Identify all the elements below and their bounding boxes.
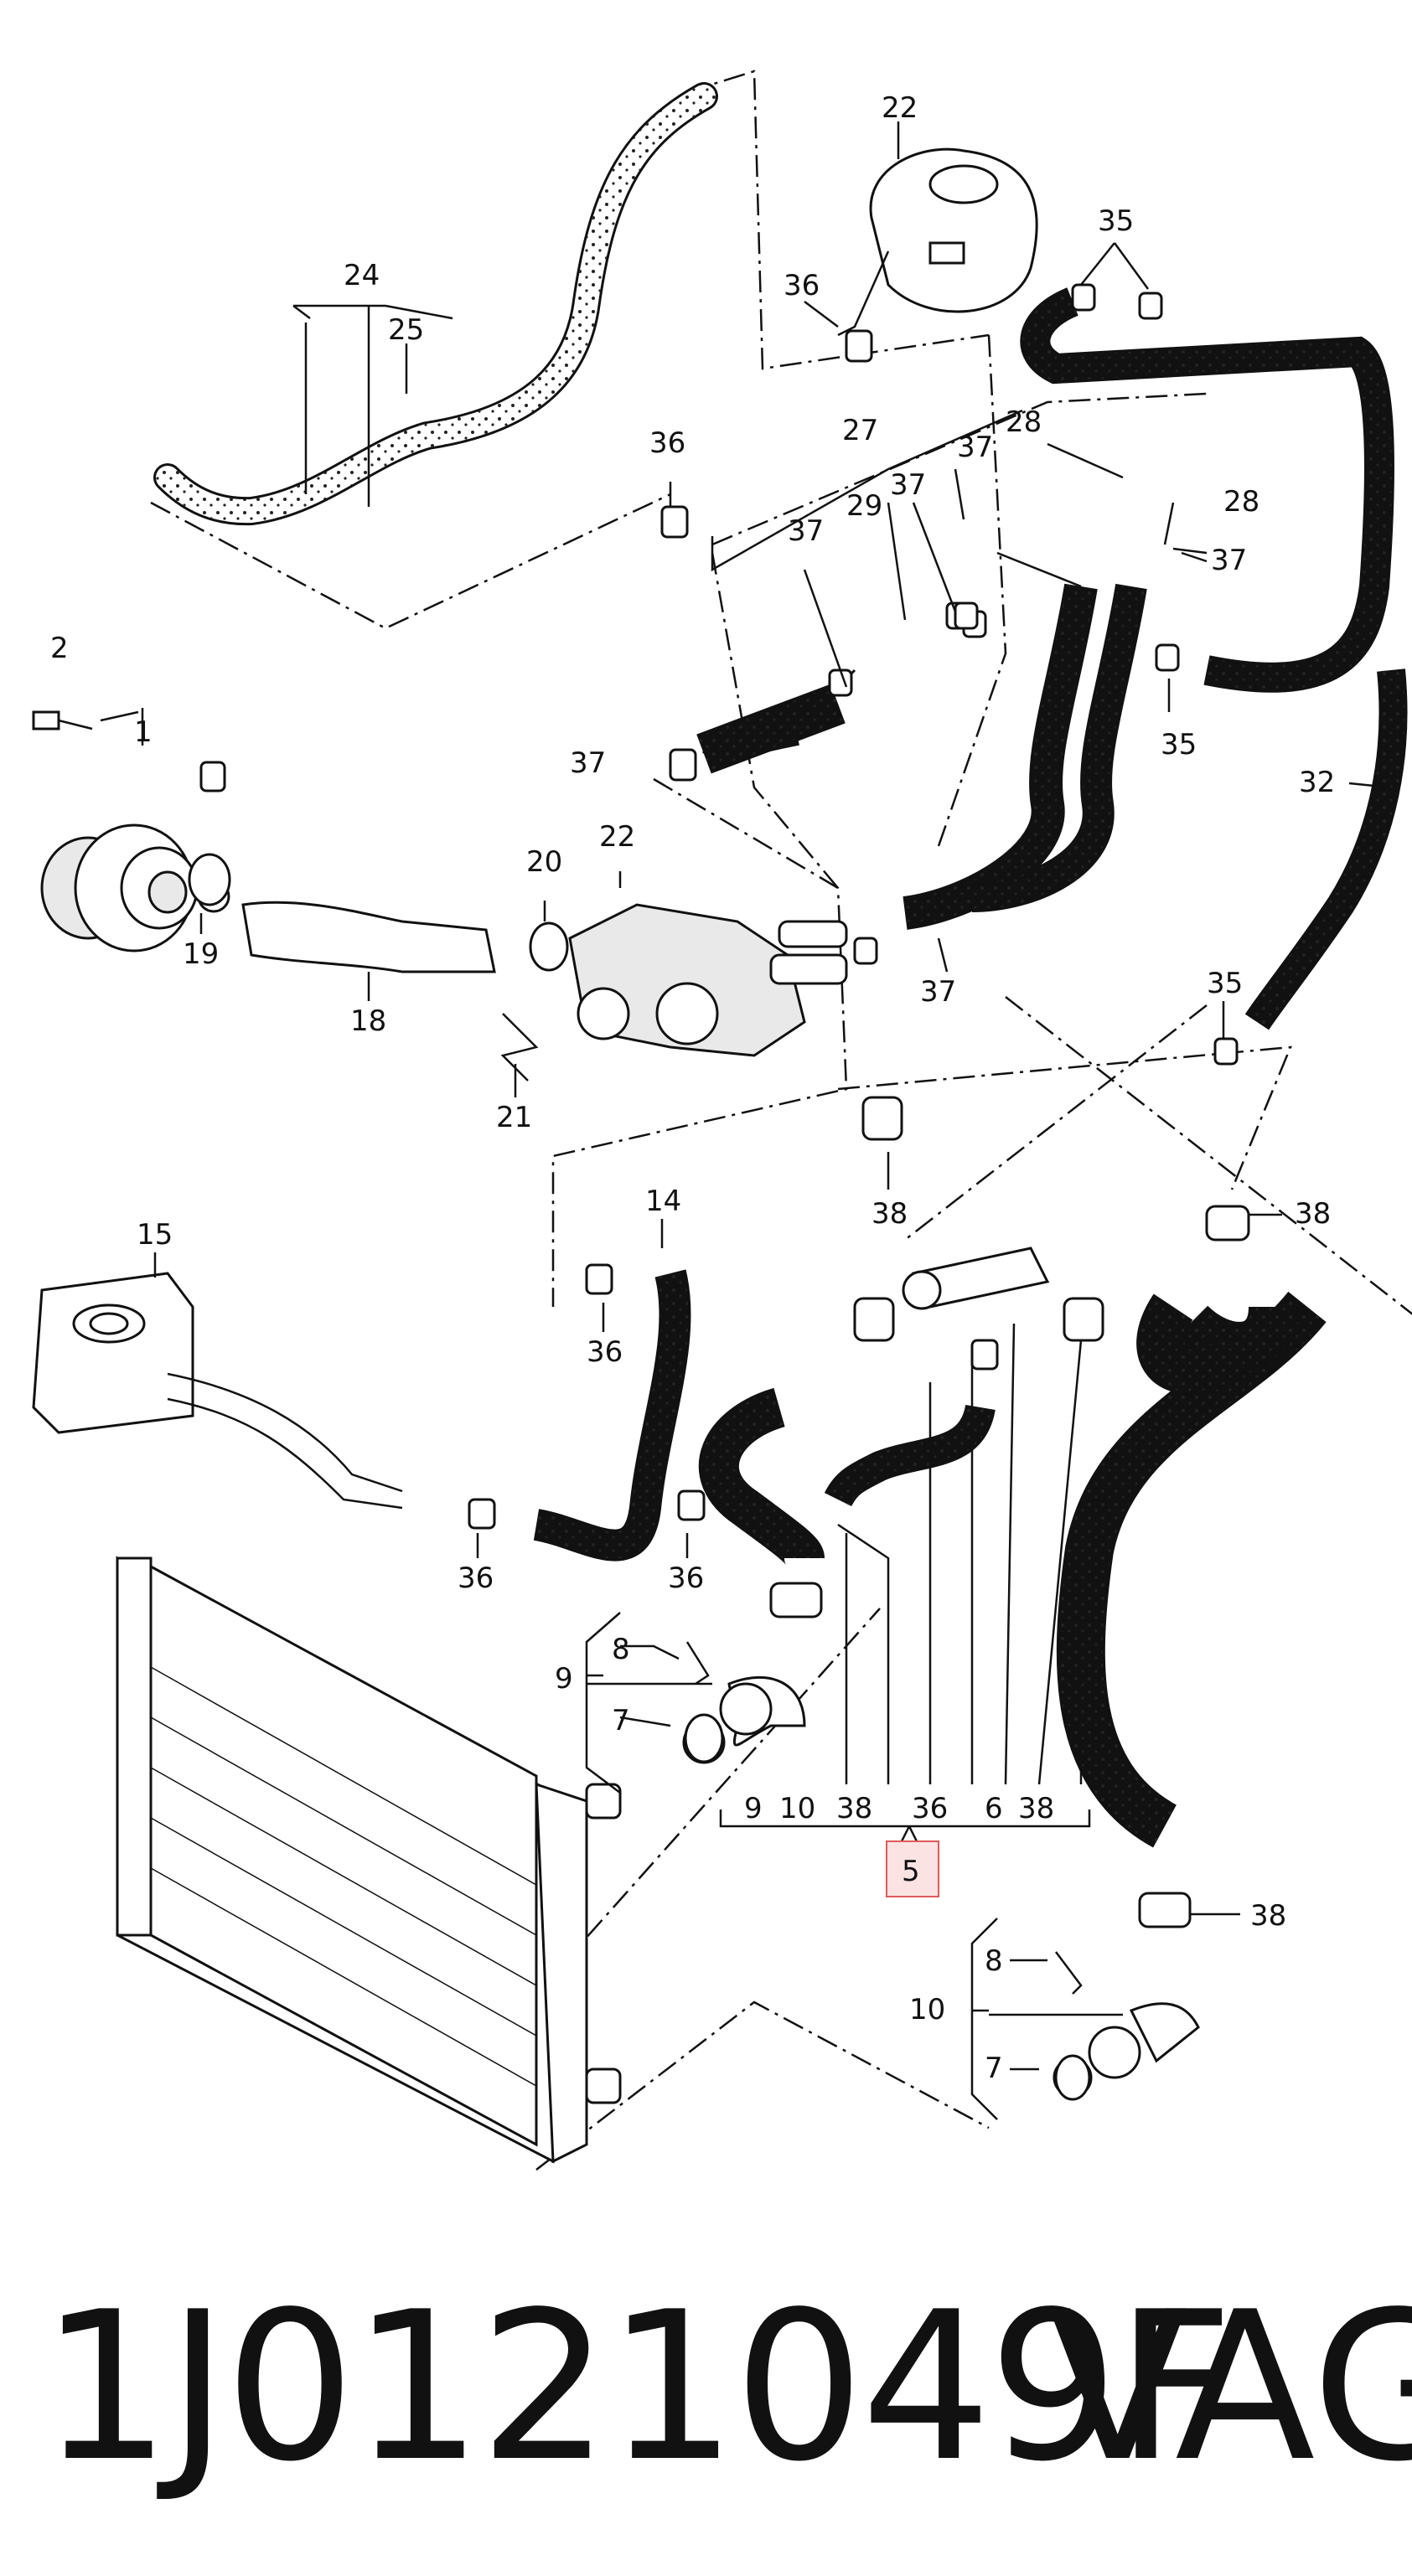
hoses [153, 82, 1408, 1848]
callout-37-b: 37 [890, 468, 926, 502]
callout-37-left: 37 [570, 746, 606, 780]
callout-38-lower: 38 [1250, 1899, 1286, 1933]
radiator [116, 1556, 622, 2164]
callout-8-upper: 8 [612, 1633, 630, 1666]
callout-19: 19 [183, 937, 219, 971]
callout-32: 32 [1299, 766, 1335, 799]
callout-36-upper: 36 [649, 426, 685, 460]
coolant-system-diagram: 22 35 36 24 25 36 27 28 28 37 37 29 37 3… [32, 70, 1412, 2171]
callout-22-housing: 22 [599, 820, 635, 854]
callout-28-left: 28 [1006, 405, 1042, 439]
callout-36-mid: 36 [668, 1562, 704, 1595]
callout-24: 24 [344, 259, 380, 292]
callout-36-cooler: 36 [587, 1335, 623, 1369]
highlight-box [886, 1840, 939, 1897]
callout-18: 18 [350, 1004, 386, 1038]
callout-15: 15 [137, 1218, 173, 1252]
callout-9-bracket: 9 [555, 1662, 573, 1696]
clip [500, 1013, 539, 1082]
assembly-outlines [150, 70, 1412, 2171]
part-number: 1J0121049F [40, 2268, 1234, 2506]
callout-37-c: 37 [788, 514, 824, 548]
callout-28-right: 28 [1223, 485, 1259, 519]
callout-38-row-a: 38 [836, 1792, 872, 1825]
expansion-tank [837, 147, 1038, 337]
callout-10-row: 10 [779, 1792, 815, 1825]
callout-20: 20 [526, 845, 562, 879]
brand-name: VAG [1047, 2268, 1412, 2506]
callout-35-mid: 35 [1161, 728, 1197, 761]
callout-5: 5 [902, 1855, 920, 1888]
callout-22-tank: 22 [882, 91, 918, 125]
callout-21: 21 [496, 1101, 532, 1134]
callout-38-right: 38 [1295, 1197, 1331, 1231]
gaskets [188, 853, 1091, 2101]
callout-2: 2 [50, 632, 69, 665]
callout-36-left: 36 [458, 1562, 494, 1595]
callout-35-lower: 35 [1207, 967, 1243, 1000]
callout-29: 29 [846, 489, 882, 523]
callout-35-top: 35 [1098, 204, 1134, 238]
callout-25: 25 [388, 313, 424, 347]
callout-1: 1 [134, 715, 153, 749]
pump-bolt [32, 710, 93, 730]
oil-cooler [32, 1272, 403, 1510]
callout-labels: 22 35 36 24 25 36 27 28 28 37 37 29 37 3… [50, 91, 1335, 2085]
callout-7-lower: 7 [985, 2052, 1003, 2085]
thermostat-housing [568, 903, 848, 1057]
leader-lines [100, 121, 1392, 2120]
callout-38-row-b: 38 [1018, 1792, 1054, 1825]
callout-27: 27 [842, 414, 878, 447]
clamps [199, 283, 1250, 1928]
callout-36-row: 36 [912, 1792, 948, 1825]
callout-38-clamp: 38 [872, 1197, 908, 1231]
callout-10-bracket: 10 [909, 1993, 945, 2026]
footer: 1J0121049F VAG [0, 2262, 1412, 2513]
parts [32, 147, 1200, 2164]
callout-37-lower: 37 [920, 975, 956, 1009]
water-pump [40, 823, 199, 952]
callout-37-a: 37 [957, 431, 993, 464]
callout-36-tank: 36 [784, 269, 820, 302]
callout-14: 14 [645, 1185, 681, 1218]
callout-7-upper: 7 [612, 1704, 630, 1737]
callout-8-lower: 8 [985, 1944, 1003, 1978]
callout-37-right: 37 [1211, 544, 1247, 577]
callout-9-row: 9 [744, 1792, 763, 1825]
callout-6-row: 6 [985, 1792, 1003, 1825]
